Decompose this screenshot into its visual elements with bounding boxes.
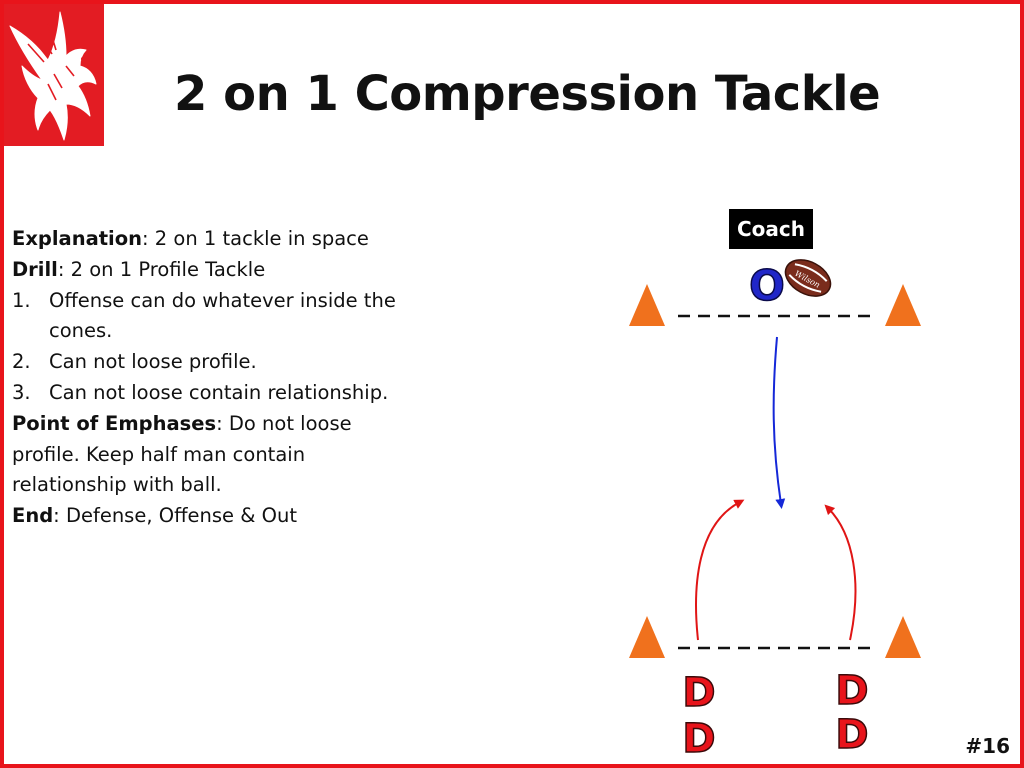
list-item-text: Offense can do whatever inside the cones…: [49, 288, 396, 343]
end-label: End: [12, 504, 54, 528]
end-text: : Defense, Offense & Out: [53, 504, 297, 528]
slide-number: #16: [965, 734, 1010, 758]
drill-description: Explanation: 2 on 1 tackle in space Dril…: [12, 224, 402, 532]
list-number: 2.: [12, 350, 31, 374]
end-line: End: Defense, Offense & Out: [12, 501, 402, 532]
cone-bottom-right: [885, 616, 921, 658]
defense-player-front-left: D: [682, 670, 715, 716]
explanation-line: Explanation: 2 on 1 tackle in space: [12, 224, 402, 255]
defense-player-back-right: D: [835, 712, 868, 758]
cone-bottom-left: [629, 616, 665, 658]
coach-box: Coach: [729, 209, 813, 249]
emphasis-line: Point of Emphases: Do not loose profile.…: [12, 409, 402, 501]
offense-player: O: [749, 261, 785, 310]
defense-path-right-arrow: [824, 504, 857, 641]
offense-path-arrow: [772, 336, 786, 509]
defense-path-left-arrow: [695, 499, 745, 641]
list-item-text: Can not loose contain relationship.: [49, 380, 389, 404]
defense-player-back-left: D: [682, 716, 715, 762]
hawk-icon: [9, 11, 97, 141]
list-item: 3. Can not loose contain relationship.: [12, 378, 402, 409]
list-number: 1.: [12, 288, 31, 312]
rules-list: 1. Offense can do whatever inside the con…: [12, 286, 402, 409]
football-icon: Wilson: [784, 259, 832, 297]
defense-player-front-right: D: [835, 668, 868, 714]
explanation-label: Explanation: [12, 227, 143, 250]
emphasis-text: : Do not loose profile. Keep half man co…: [12, 411, 352, 497]
explanation-text: : 2 on 1 tackle in space: [142, 227, 369, 250]
drill-line: Drill: 2 on 1 Profile Tackle: [12, 255, 402, 286]
drill-diagram: O Wilson D D D D: [629, 259, 921, 763]
list-item: 2. Can not loose profile.: [12, 347, 402, 378]
list-item-text: Can not loose profile.: [49, 350, 257, 374]
hawk-logo: [4, 4, 104, 146]
cone-top-right: [885, 284, 921, 326]
list-item: 1. Offense can do whatever inside the con…: [12, 286, 402, 348]
drill-text: : 2 on 1 Profile Tackle: [57, 257, 266, 281]
drill-label: Drill: [12, 257, 58, 281]
emphasis-label: Point of Emphases: [12, 411, 217, 435]
list-number: 3.: [12, 380, 31, 404]
slide-title: 2 on 1 Compression Tackle: [174, 66, 881, 122]
cone-top-left: [629, 284, 665, 326]
